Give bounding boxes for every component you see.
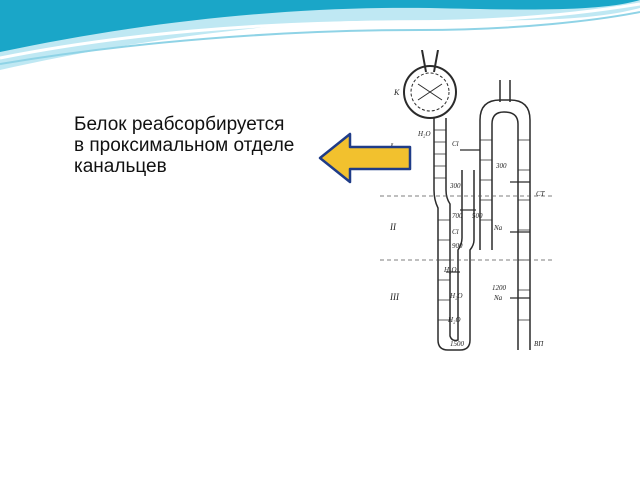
label-zone-2: II [389,222,397,232]
left-pointing-arrow [318,132,412,184]
label-k: K [393,88,400,97]
label-cl-b: Cl [452,228,459,236]
label-h2o-a: H₂O [417,130,431,138]
label-cl-a: Cl [452,140,459,148]
label-h2o-b: H₂O [443,266,457,274]
label-zone-3: III [389,292,400,302]
label-osm-900: 900 [452,242,463,250]
zone-dividers [380,195,555,261]
glomerulus [403,50,457,119]
nephron-diagram: I II III K 300 300 500 700 900 1200 1500… [380,50,555,351]
label-ct: СТ [536,190,546,198]
label-h2o-d: H₂O [447,316,461,324]
label-na-a: Na [493,224,503,232]
collecting-duct [479,80,531,350]
label-osm-300-a: 300 [449,182,461,190]
label-bp: ВП [534,340,544,348]
caption-line-1: Белок реабсорбируется [74,114,285,135]
caption-text: Белок реабсорбируется в проксимальном от… [74,114,354,177]
caption-line-3: канальцев [74,156,167,177]
caption-line-2: в проксимальном отделе [74,135,295,156]
header-wave-decoration [0,0,640,70]
label-osm-700: 700 [452,212,463,220]
label-h2o-c: H₂O [449,292,463,300]
transport-arrows [446,149,530,299]
label-osm-1200: 1200 [492,284,507,292]
label-osm-300-b: 300 [495,162,507,170]
label-osm-500: 500 [472,212,483,220]
label-osm-1500: 1500 [450,340,465,348]
label-na-b: Na [493,294,503,302]
